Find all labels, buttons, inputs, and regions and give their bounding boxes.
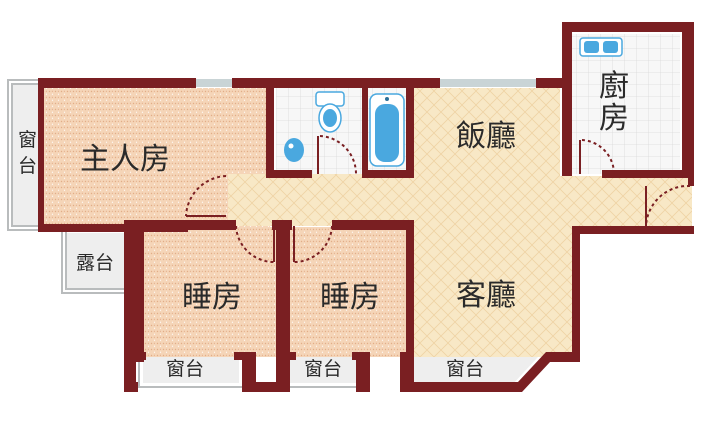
label-kitchen-1: 廚	[599, 69, 629, 104]
wall-bottom-bay	[400, 352, 580, 392]
wall-bottom-inner-3	[288, 352, 296, 360]
label-bedroom-2: 睡房	[320, 280, 380, 315]
wall-top-mid	[232, 78, 440, 88]
label-living-room: 客廳	[456, 278, 516, 313]
wall-master-right	[266, 84, 274, 176]
wall-bedroom-1-left	[124, 220, 136, 392]
terrace-floor	[66, 233, 130, 289]
wall-bottom-3	[242, 382, 290, 392]
label-bay-left-1: 窗	[18, 129, 37, 151]
wall-bottom-inner-1	[136, 352, 146, 360]
door-kitchen	[581, 139, 616, 175]
bedroom-1-floor	[143, 227, 277, 357]
door-master	[185, 175, 227, 217]
wall-right-entry	[688, 174, 694, 186]
label-bay-left-2: 台	[18, 155, 37, 177]
bathtub-icon	[369, 93, 405, 167]
wall-kitchen-bottom	[602, 170, 694, 178]
kitchen-floor	[572, 34, 680, 174]
wall-right-lower	[572, 226, 694, 234]
label-bay-bedroom-2: 窗台	[304, 358, 342, 380]
wall-bedroom-divider	[276, 220, 290, 392]
wall-living-right	[572, 226, 580, 362]
wall-master-bottom	[38, 224, 188, 232]
wall-kitchen-left	[562, 22, 572, 176]
wall-left-master	[38, 78, 44, 230]
room-labels: 主人房 飯廳 客廳 睡房 睡房 廚 房	[80, 69, 629, 315]
wall-kitchen-right	[682, 22, 694, 174]
wall-bottom-4	[356, 352, 370, 392]
walls	[38, 22, 694, 392]
wall-bottom-inner-4	[352, 352, 360, 360]
door-bedroom-1	[235, 225, 275, 264]
bedroom-2-floor	[290, 227, 408, 357]
door-bedroom-2	[293, 225, 333, 264]
bathroom-fixtures	[284, 91, 405, 167]
wall-bedrooms-top-right	[332, 220, 414, 230]
label-kitchen-2: 房	[599, 101, 629, 136]
wall-bedrooms-top-left	[124, 220, 236, 230]
wall-top-left	[38, 78, 196, 88]
balcony-labels: 窗 台 露台 窗台 窗台 窗台	[18, 129, 484, 380]
label-terrace: 露台	[76, 252, 114, 274]
bay-window-left-floor	[12, 84, 42, 226]
label-master-bedroom: 主人房	[80, 142, 170, 177]
label-bay-living: 窗台	[446, 358, 484, 380]
wall-top-right	[536, 78, 568, 88]
washbasin-icon	[284, 138, 304, 162]
label-bay-bedroom-1: 窗台	[166, 358, 204, 380]
wall-bedroom-1-left-inner	[136, 226, 144, 362]
bay-window-living-floor	[410, 357, 538, 385]
window-top-master	[196, 79, 232, 87]
kitchen-sink-icon	[579, 37, 623, 57]
wall-bottom-1	[124, 382, 138, 392]
wall-bath-bottom-right	[362, 170, 414, 178]
door-leaves	[186, 136, 647, 262]
wall-bath-divider	[362, 84, 368, 176]
label-bedroom-1: 睡房	[182, 280, 242, 315]
wall-bedroom-2-right	[406, 220, 414, 362]
label-dining-room: 飯廳	[456, 119, 516, 154]
corridor-floor	[228, 174, 410, 226]
bay-window-bedroom-1-floor	[143, 357, 239, 383]
bay-window-bedroom-2-floor	[290, 357, 356, 383]
window-top-dining	[440, 79, 536, 87]
door-bathroom	[319, 135, 358, 175]
toilet-icon	[315, 91, 345, 133]
wall-bottom-inner-5	[406, 352, 414, 360]
wall-bottom-inner-2	[234, 352, 246, 360]
wall-bath-right	[406, 84, 414, 176]
wall-kitchen-top	[562, 22, 694, 32]
wall-bath-bottom-left	[266, 170, 312, 178]
